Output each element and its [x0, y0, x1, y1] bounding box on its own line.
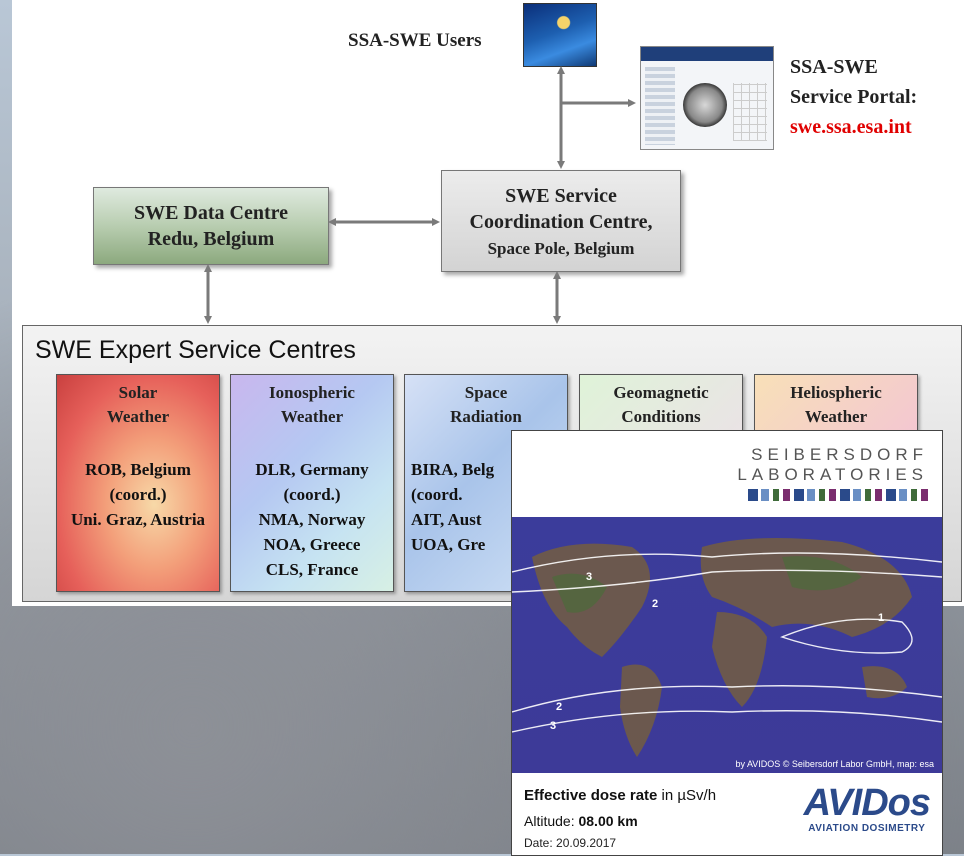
world-map-graphic: 3 2 1 2 3 [512, 538, 942, 757]
brand-line1: SEIBERSDORF [751, 445, 928, 464]
centre-members: BIRA, Belg (coord. AIT, Aust UOA, Gre [411, 460, 495, 554]
map-credit: by AVIDOS © Seibersdorf Labor GmbH, map:… [735, 759, 934, 769]
centre-name: Geomagnetic Conditions [613, 383, 709, 426]
data-centre-line2: Redu, Belgium [147, 228, 275, 250]
centre-members: ROB, Belgium (coord.) Uni. Graz, Austria [70, 460, 206, 529]
portal-label-line1: SSA-SWE [790, 56, 878, 78]
dose-world-map: 3 2 1 2 3 by AVIDOS © Seibersdorf Labor … [512, 517, 942, 773]
brand-line2: LABORATORIES [737, 465, 928, 484]
centre-ionospheric-weather: Ionospheric Weather DLR, Germany (coord.… [230, 374, 394, 592]
centre-name: Solar Weather [106, 383, 170, 426]
avidos-logo-text: AVIDos [803, 782, 931, 824]
altitude-label: Altitude: [524, 813, 579, 829]
date: Date: 20.09.2017 [524, 836, 617, 850]
centre-members: DLR, Germany (coord.) NMA, Norway NOA, G… [255, 460, 369, 579]
avidos-logo: AVIDos AVIATION DOSIMETRY [803, 782, 931, 834]
altitude-value: 08.00 km [578, 813, 638, 829]
users-label: SSA-SWE Users [348, 30, 482, 51]
contour-label: 3 [586, 571, 592, 583]
data-centre-line1: SWE Data Centre [133, 202, 289, 224]
coordination-centre-box: SWE Service Coordination Centre, Space P… [441, 170, 681, 272]
portal-url: swe.ssa.esa.int [790, 116, 912, 138]
dose-title-unit: in µSv/h [657, 787, 717, 804]
contour-label: 2 [556, 701, 562, 713]
contour-label: 2 [652, 598, 658, 610]
portal-screenshot [640, 46, 774, 150]
avidos-logo-subtitle: AVIATION DOSIMETRY [808, 823, 926, 834]
brand-color-bars [748, 489, 928, 501]
dose-title: Effective dose rate in µSv/h [524, 787, 716, 804]
contour-label: 1 [878, 612, 884, 624]
centre-name: Ionospheric Weather [269, 383, 355, 426]
centre-name: Heliospheric Weather [790, 383, 882, 426]
coordination-line3: Space Pole, Belgium [487, 239, 635, 258]
dose-title-bold: Effective dose rate [524, 787, 658, 804]
portal-label-line2: Service Portal: [790, 86, 918, 108]
coordination-line2: Coordination Centre, [469, 211, 653, 233]
data-centre-box: SWE Data Centre Redu, Belgium [93, 187, 329, 265]
portal-label: SSA-SWE Service Portal: swe.ssa.esa.int [790, 52, 917, 142]
expert-centres-title: SWE Expert Service Centres [35, 336, 356, 364]
avidos-dose-panel: SEIBERSDORF LABORATORIES [511, 430, 943, 856]
centre-solar-weather: Solar Weather ROB, Belgium (coord.) Uni.… [56, 374, 220, 592]
coordination-line1: SWE Service [505, 185, 617, 207]
altitude: Altitude: 08.00 km [524, 813, 638, 829]
contour-label: 3 [550, 720, 556, 732]
centre-name: Space Radiation [450, 383, 522, 426]
